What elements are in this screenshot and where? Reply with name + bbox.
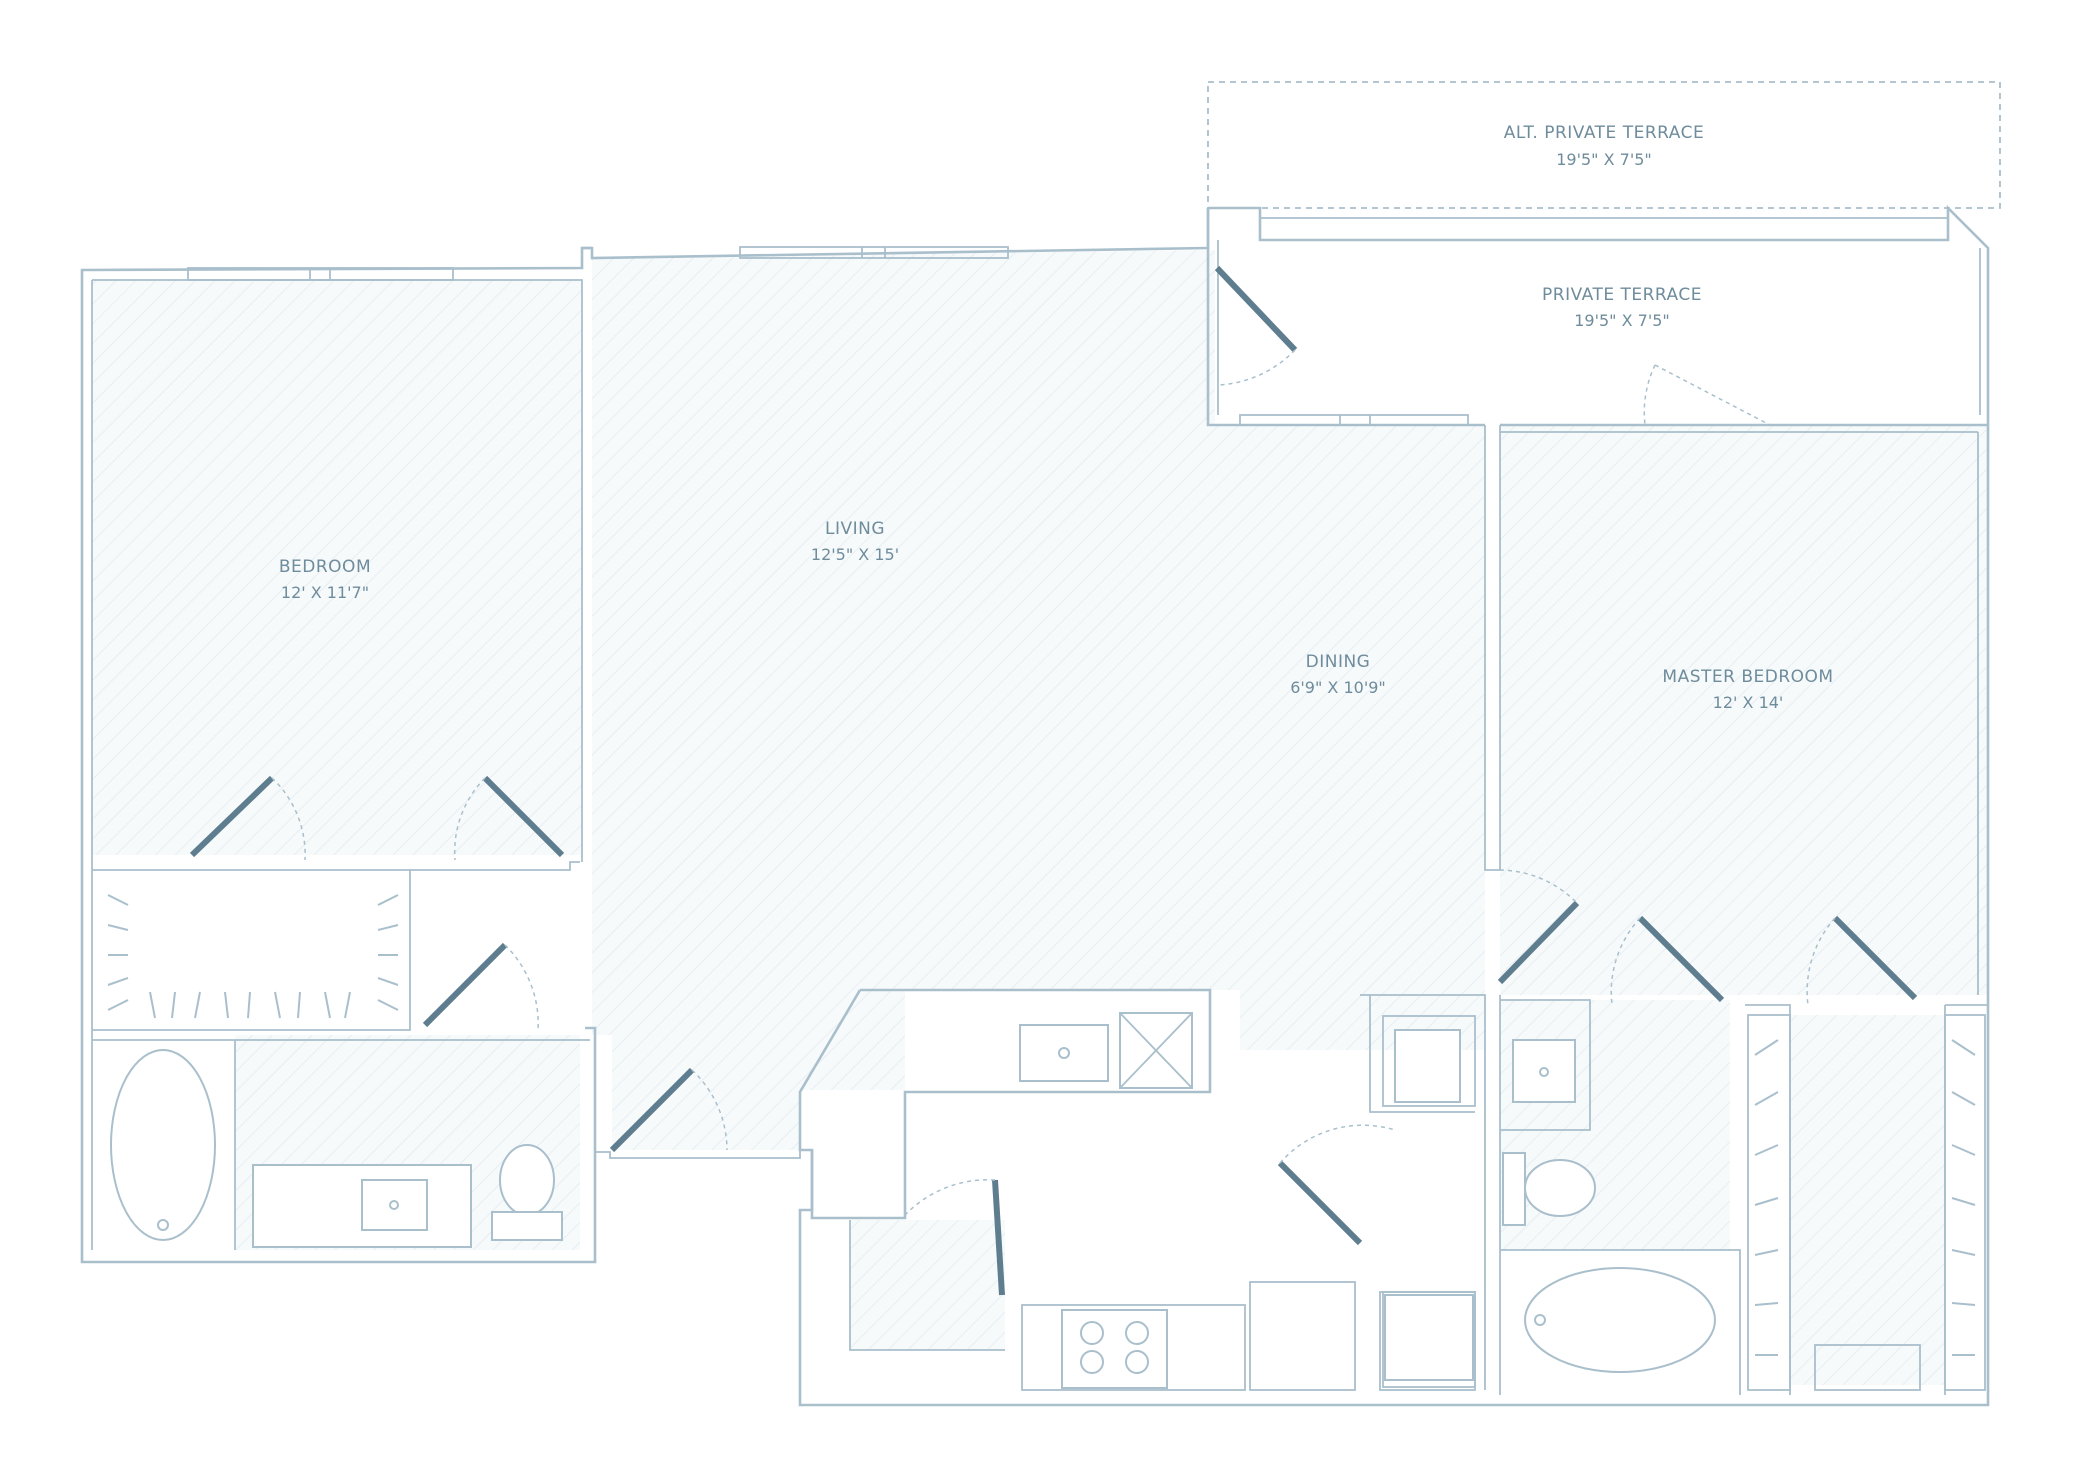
dining-name: DINING [1306,652,1371,672]
terrace-name: PRIVATE TERRACE [1542,285,1702,305]
walls [80,204,1990,1407]
fixtures [110,1012,1716,1389]
washer-icon [1394,1029,1461,1103]
dryer-icon [1384,1294,1474,1381]
living-dims: 12'5" X 15' [811,545,899,564]
master-bedroom-name: MASTER BEDROOM [1662,667,1833,687]
cooktop-icon [1061,1309,1168,1389]
toilet-icon [499,1144,555,1216]
floor-fill [92,250,1988,1385]
living-name: LIVING [825,519,885,539]
terrace-dims: 19'5" X 7'5" [1574,311,1670,330]
bathtub-icon [110,1049,216,1241]
dining-dims: 6'9" X 10'9" [1290,678,1386,697]
bedroom-dims: 12' X 11'7" [281,583,369,602]
bedroom-name: BEDROOM [279,557,371,577]
room-labels: ALT. PRIVATE TERRACE 19'5" X 7'5" PRIVAT… [279,123,1833,712]
master-toilet-icon [1524,1159,1596,1217]
closet-shelving [107,894,1986,1391]
master-tub-icon [1524,1267,1716,1373]
alt-terrace-dims: 19'5" X 7'5" [1556,150,1652,169]
master-bedroom-dims: 12' X 14' [1713,693,1784,712]
alt-terrace-name: ALT. PRIVATE TERRACE [1504,123,1704,143]
doors [189,265,1918,1296]
windows [187,246,1469,426]
alt-terrace-outline [1207,81,2001,209]
